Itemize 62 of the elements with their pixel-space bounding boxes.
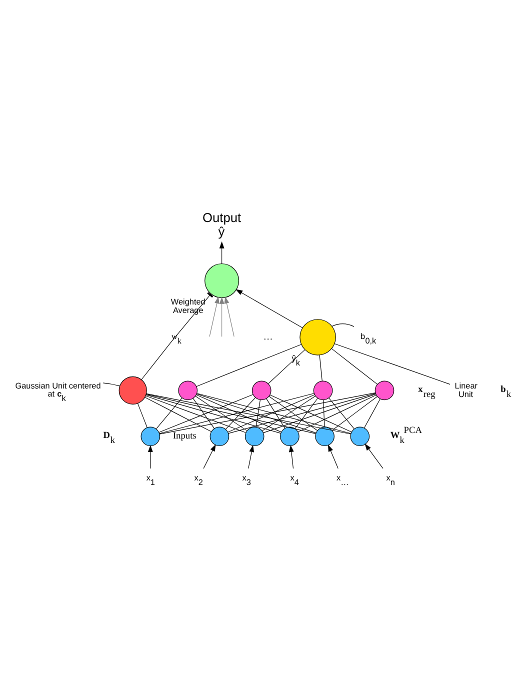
arrow xyxy=(203,444,216,468)
label: Inputs xyxy=(172,431,196,442)
node-circle xyxy=(313,380,333,400)
connector xyxy=(192,398,215,428)
arrow xyxy=(209,296,224,336)
connector xyxy=(364,398,380,428)
connector xyxy=(145,394,246,432)
connector xyxy=(328,397,354,429)
connector xyxy=(196,394,282,432)
connector xyxy=(228,392,376,434)
connector xyxy=(256,399,261,427)
connector xyxy=(141,292,214,380)
label: … xyxy=(263,332,273,342)
connector xyxy=(195,395,248,430)
connector xyxy=(319,354,322,381)
connector xyxy=(146,392,352,434)
connector xyxy=(331,348,378,384)
connector xyxy=(334,342,450,384)
node-circle xyxy=(178,380,198,400)
connector xyxy=(332,323,354,326)
arrow xyxy=(219,296,234,336)
connector xyxy=(298,394,376,432)
connector xyxy=(294,398,318,428)
node-circle xyxy=(350,426,370,446)
node-text: Output ŷ xyxy=(202,209,242,239)
connector xyxy=(228,394,315,432)
node-circle xyxy=(280,426,300,446)
connector xyxy=(137,402,148,428)
arrow xyxy=(248,444,254,468)
connector xyxy=(270,394,352,432)
connector xyxy=(262,395,316,431)
arrow xyxy=(236,288,303,328)
connector xyxy=(268,348,306,384)
arrow xyxy=(214,296,230,336)
connector xyxy=(225,396,256,429)
arrow xyxy=(328,444,338,468)
connector xyxy=(159,392,376,434)
connector xyxy=(144,396,212,432)
arrow xyxy=(148,444,153,468)
arrow xyxy=(219,240,224,264)
connector xyxy=(156,397,182,429)
connector xyxy=(196,392,352,434)
node-circle xyxy=(244,426,264,446)
arrow xyxy=(288,444,294,468)
node-circle xyxy=(210,426,230,446)
node-circle xyxy=(118,376,147,404)
connector xyxy=(323,399,325,427)
connector xyxy=(102,382,120,386)
connector xyxy=(266,398,286,428)
node-circle xyxy=(252,380,272,400)
node-circle xyxy=(140,426,160,446)
connector xyxy=(268,396,318,430)
connector xyxy=(196,344,302,386)
connector xyxy=(196,393,316,433)
connector xyxy=(146,394,282,434)
arrow xyxy=(364,443,384,468)
connector xyxy=(158,394,254,432)
node-circle xyxy=(300,318,336,355)
node-circle xyxy=(374,380,394,400)
node-circle xyxy=(315,426,334,446)
connector xyxy=(332,396,378,430)
connector xyxy=(263,393,376,433)
